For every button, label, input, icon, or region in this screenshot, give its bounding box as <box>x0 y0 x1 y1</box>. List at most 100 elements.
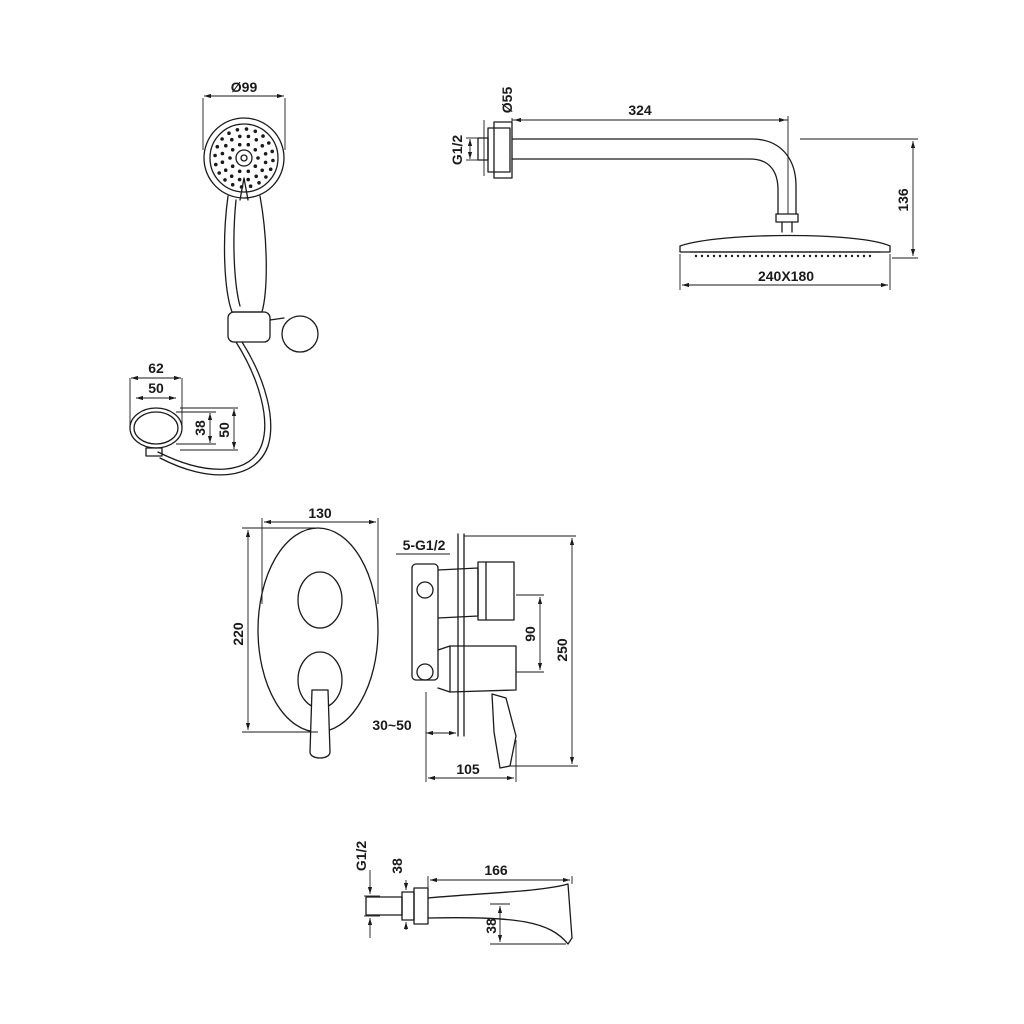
nozzle-dot <box>230 148 235 152</box>
nozzle-dot <box>220 137 224 141</box>
nozzle-dot <box>220 151 225 156</box>
dim-spout-flange: 38 <box>389 858 405 874</box>
rain-nozzle-dot <box>850 254 854 258</box>
rain-nozzle-dot <box>742 254 746 258</box>
rain-nozzle-dot <box>748 254 752 258</box>
rain-nozzle-dot <box>706 254 710 258</box>
nozzle-dot <box>270 149 275 154</box>
nozzle-dot <box>237 177 242 182</box>
nozzle-dot <box>227 131 231 135</box>
nozzle-dot <box>257 181 261 185</box>
dim-head-size: 240X180 <box>758 268 814 284</box>
nozzle-dot <box>238 134 242 139</box>
nozzle-dot <box>214 162 218 167</box>
holder-dimensions: 62 50 38 50 <box>129 360 238 451</box>
rain-nozzle-dot <box>772 254 776 258</box>
nozzle-dot <box>224 143 228 148</box>
nozzle-dot <box>263 160 268 165</box>
hand-shower <box>157 117 319 476</box>
dim-holder-width-inner: 50 <box>148 380 164 396</box>
shower-head <box>679 234 891 258</box>
nozzle-dot <box>230 137 234 142</box>
nozzle-dot <box>264 175 268 179</box>
mixer-plate <box>257 527 379 759</box>
rain-nozzle-dot <box>694 254 698 258</box>
nozzle-dot <box>220 160 225 164</box>
nozzle-dot <box>230 182 235 187</box>
rain-nozzle-dot <box>856 254 860 258</box>
dim-valve-depth-range: 30~50 <box>372 717 412 733</box>
plate-dimensions: 130 220 <box>230 505 379 733</box>
nozzle-dot <box>248 184 253 188</box>
nozzle-dot <box>229 174 234 178</box>
nozzle-dot <box>267 141 271 145</box>
rain-nozzle-dot <box>826 254 830 258</box>
nozzle-dot <box>235 128 240 132</box>
nozzle-dot <box>271 158 275 163</box>
nozzle-dot <box>263 152 268 156</box>
nozzle-dot <box>228 156 232 160</box>
dim-spout-length: 166 <box>484 862 508 878</box>
nozzle-dot <box>237 169 242 174</box>
bath-spout <box>365 883 573 945</box>
dim-arm-length: 324 <box>628 102 652 118</box>
rain-nozzle-dot <box>754 254 758 258</box>
dim-head-drop: 136 <box>895 188 911 212</box>
arm-dimensions: G1/2 324 Ø55 136 240X180 <box>449 87 918 290</box>
nozzle-dot <box>261 134 265 138</box>
nozzle-dot <box>244 127 249 131</box>
nozzle-dot <box>254 174 258 179</box>
rain-nozzle-dot <box>724 254 728 258</box>
dim-arm-flange-diameter: Ø55 <box>499 87 515 114</box>
wall-holder <box>129 407 183 457</box>
nozzle-dot <box>253 164 258 168</box>
nozzle-dot <box>246 142 251 147</box>
rain-nozzle-dot <box>766 254 770 258</box>
rain-nozzle-dot <box>784 254 788 258</box>
rain-nozzle-dot <box>802 254 806 258</box>
nozzle-dot <box>246 177 250 182</box>
nozzle-dot <box>215 144 220 149</box>
dim-handshower-diameter: Ø99 <box>231 79 258 95</box>
dim-plate-width: 130 <box>308 505 332 521</box>
nozzle-dot <box>256 156 260 160</box>
spout-dimensions: G1/2 38 166 38 <box>353 841 573 945</box>
rain-nozzle-dot <box>730 254 734 258</box>
rain-nozzle-dot <box>862 254 866 258</box>
rain-nozzle-dot <box>736 254 740 258</box>
nozzle-dot <box>253 148 258 152</box>
rain-nozzle-dot <box>700 254 704 258</box>
nozzle-dot <box>223 168 228 172</box>
rain-nozzle-dot <box>790 254 794 258</box>
nozzle-dot <box>223 178 227 182</box>
rain-nozzle-dot <box>712 254 716 258</box>
dim-arm-thread: G1/2 <box>449 135 465 166</box>
nozzle-dot <box>260 168 265 173</box>
rain-nozzle-dot <box>820 254 824 258</box>
mixer-side <box>411 533 517 769</box>
dim-holder-inner-height: 38 <box>192 420 208 436</box>
dim-valve-outlet-spacing: 90 <box>522 626 538 642</box>
nozzle-dot <box>237 142 242 147</box>
nozzle-dot <box>217 171 221 175</box>
rain-nozzle-dot <box>808 254 812 258</box>
dim-holder-width-outer: 62 <box>148 360 164 376</box>
dim-spout-thread: G1/2 <box>353 841 369 872</box>
nozzle-dot <box>230 164 235 168</box>
dim-holder-outer-height: 50 <box>216 422 232 438</box>
nozzle-dot <box>246 169 251 174</box>
rain-nozzle-dot <box>718 254 722 258</box>
rain-nozzle-dot <box>814 254 818 258</box>
nozzle-dot <box>260 144 265 148</box>
dim-valve-projection: 105 <box>456 761 480 777</box>
handshower-diameter-dim: Ø99 <box>202 79 286 150</box>
rain-nozzle-dot <box>796 254 800 258</box>
dim-valve-ports: 5-G1/2 <box>403 537 446 553</box>
rain-nozzle-dot <box>838 254 842 258</box>
dim-valve-total-height: 250 <box>554 638 570 662</box>
nozzle-dot <box>268 167 273 172</box>
dim-spout-height: 38 <box>483 918 499 934</box>
rain-nozzle-dot <box>844 254 848 258</box>
rain-nozzle-dot <box>832 254 836 258</box>
